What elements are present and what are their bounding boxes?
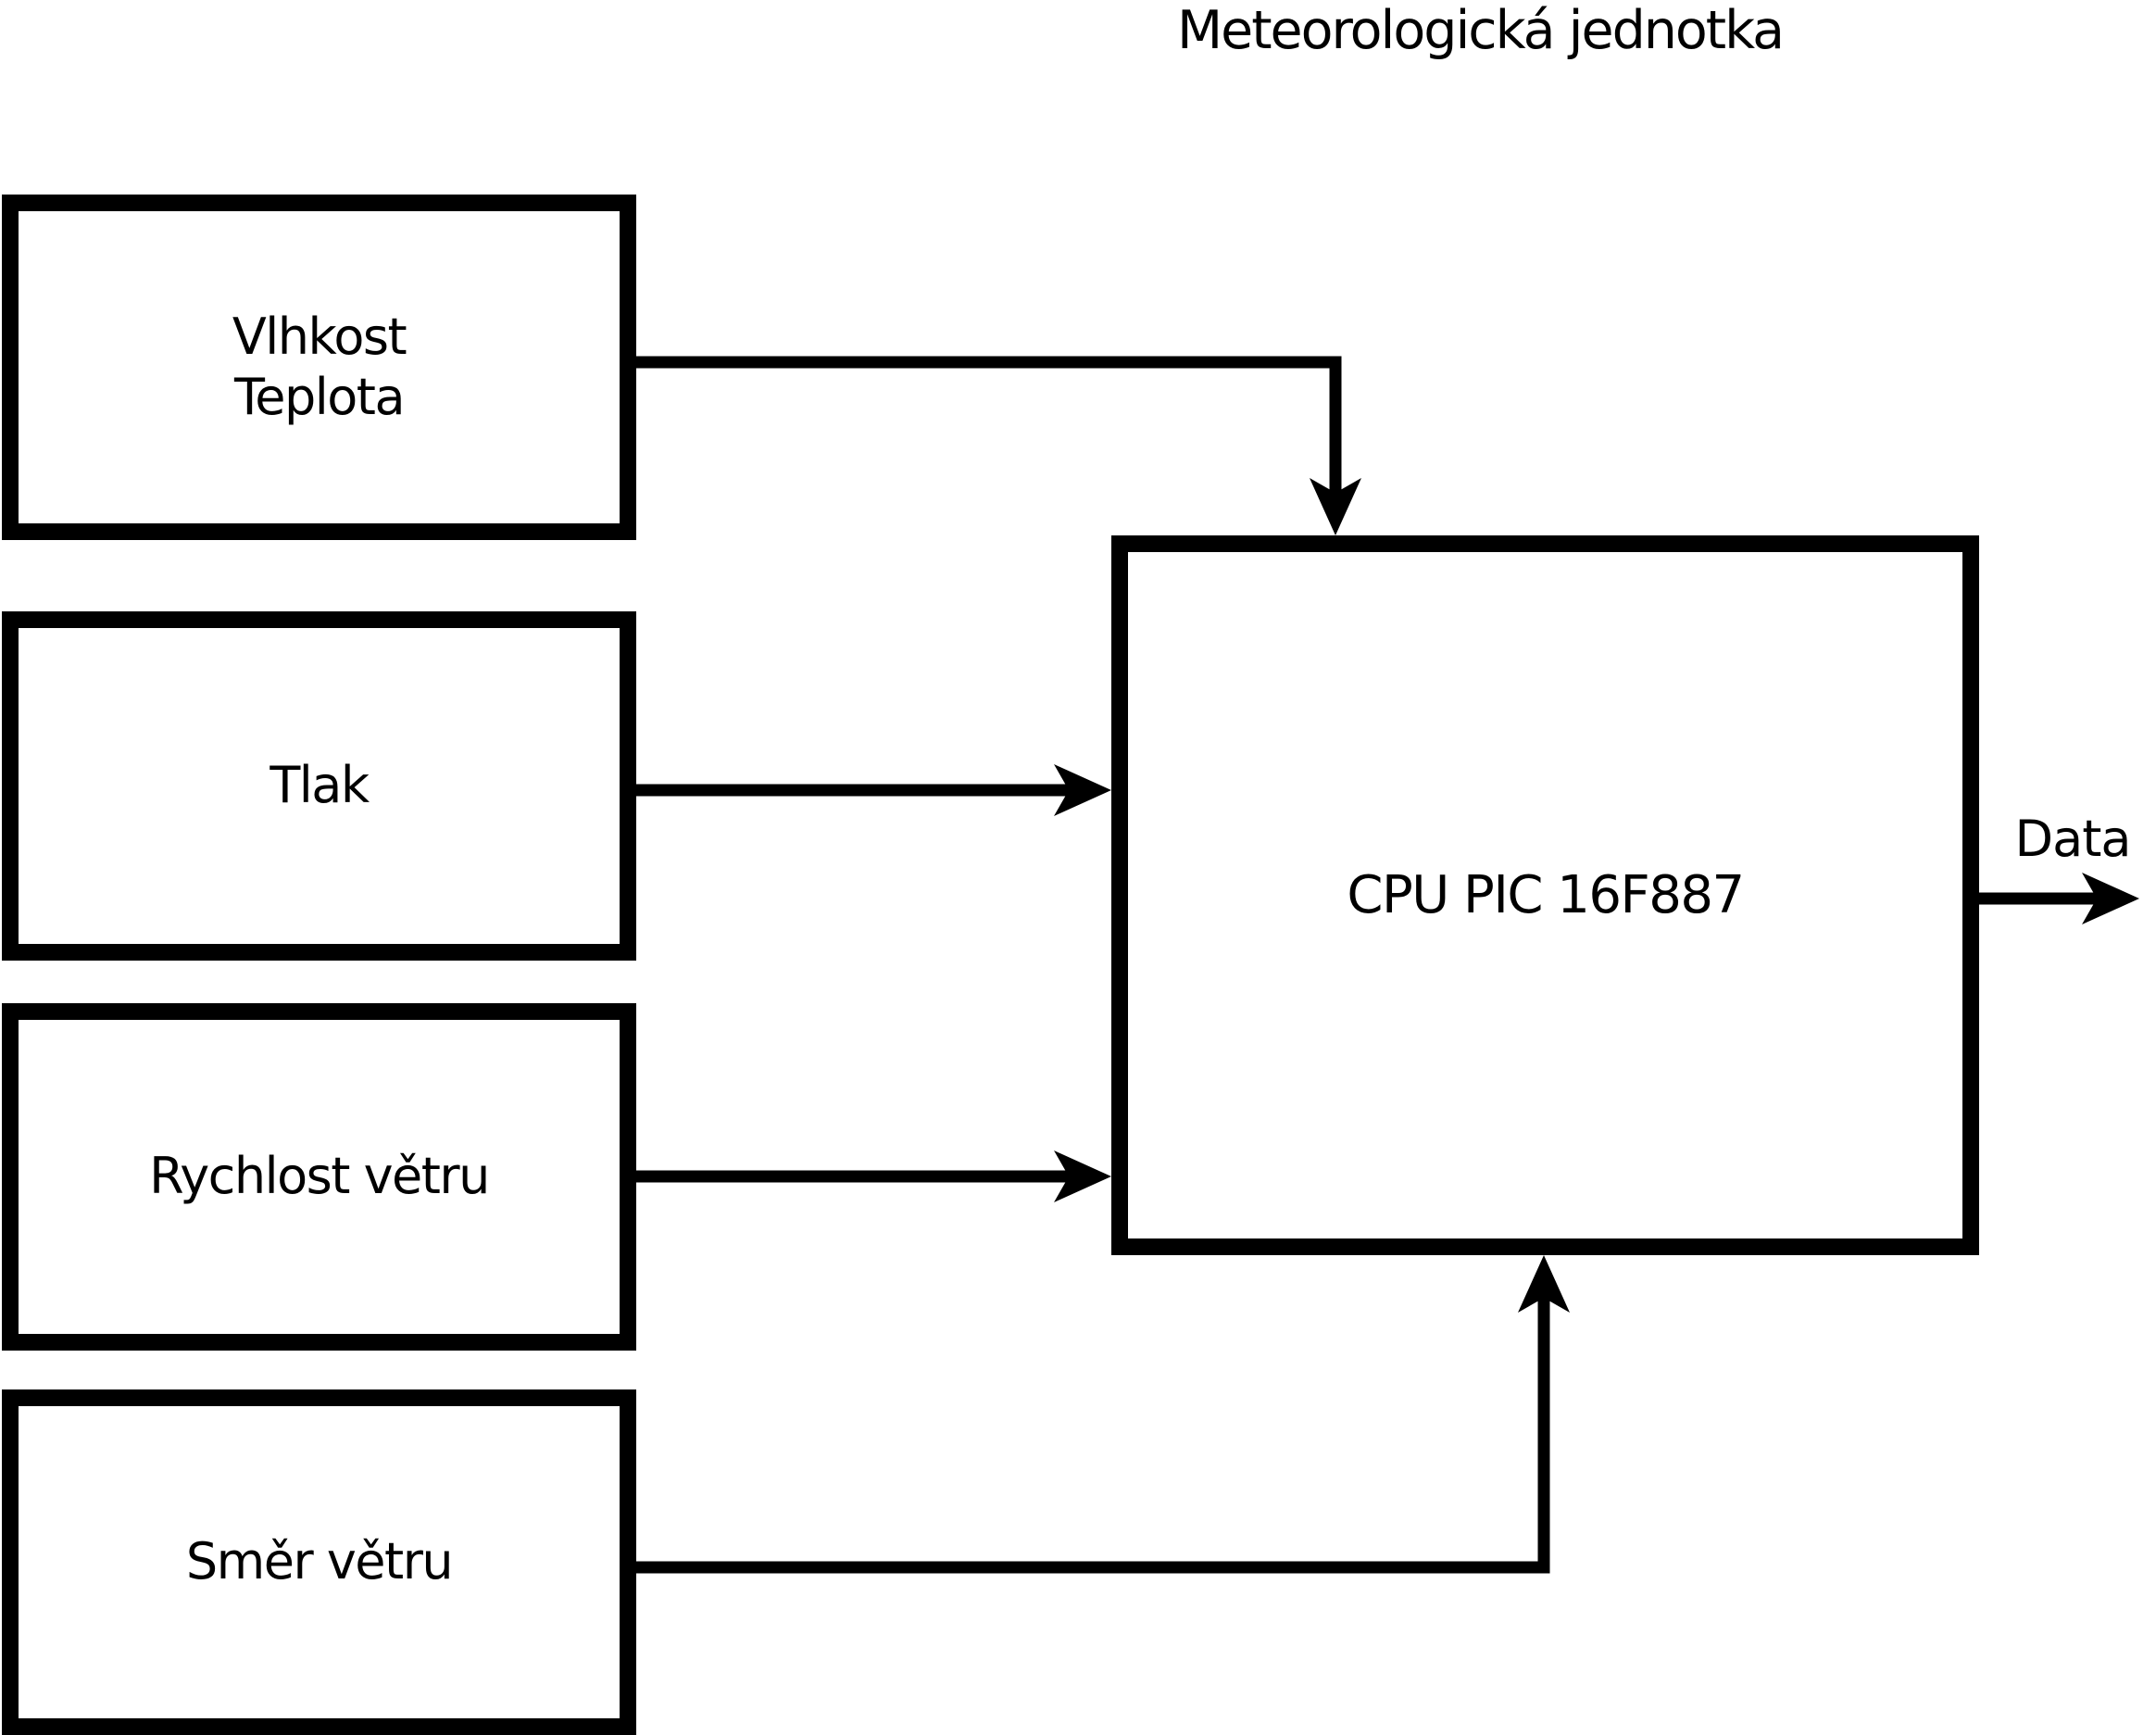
cpu-label: CPU PIC 16F887 — [1347, 864, 1745, 925]
diagram-title: Meteorologická jednotka — [1176, 0, 1785, 61]
arrow-tlak-to-cpu — [636, 764, 1111, 816]
wire — [636, 356, 1342, 496]
sensor-label: Teplota — [233, 367, 406, 426]
sensor-box-rychlost-vetru: Rychlost větru — [2, 1003, 636, 1351]
sensor-box-tlak: Tlak — [2, 611, 636, 961]
arrowhead-down-icon — [1310, 478, 1361, 535]
data-output-label: Data — [2014, 810, 2132, 868]
sensor-label: Rychlost větru — [149, 1147, 490, 1206]
arrow-smer-vetru-to-cpu — [636, 1255, 1570, 1574]
sensor-box-vlhkost-teplota: Vlhkost Teplota — [2, 195, 636, 540]
arrowhead-right-icon — [1054, 1150, 1111, 1202]
sensor-label: Tlak — [270, 756, 370, 815]
arrowhead-right-icon — [1054, 764, 1111, 816]
cpu-box: CPU PIC 16F887 — [1111, 535, 1979, 1255]
arrow-vlhkost-teplota-to-cpu — [636, 356, 1361, 535]
arrowhead-up-icon — [1518, 1255, 1570, 1313]
sensor-label: Směr větru — [185, 1532, 454, 1591]
sensor-label: Vlhkost — [232, 307, 407, 366]
wire — [636, 1295, 1550, 1574]
arrowhead-right-icon — [2082, 873, 2139, 924]
arrow-cpu-to-data — [1979, 873, 2139, 924]
sensor-box-smer-vetru: Směr větru — [2, 1389, 636, 1735]
arrow-rychlost-vetru-to-cpu — [636, 1150, 1111, 1202]
